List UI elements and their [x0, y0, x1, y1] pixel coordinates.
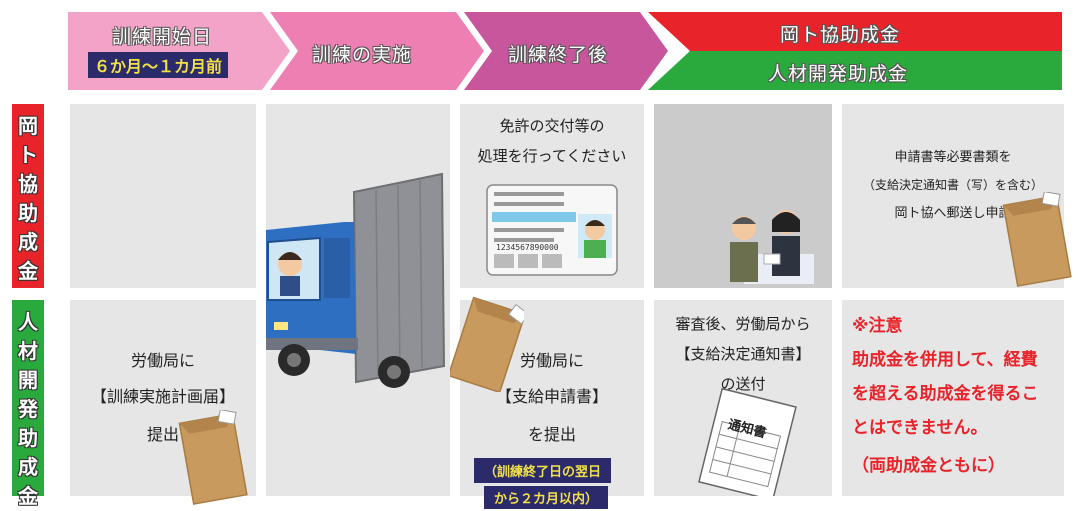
row-label-char: 協 [18, 172, 38, 196]
row-label-char: 金 [18, 484, 38, 508]
chevron-step3 [464, 12, 668, 90]
step1-label: 訓練開始日 [112, 26, 213, 48]
step4b-label: 人材開発助成金 [768, 63, 909, 85]
license-card-illustration [486, 184, 618, 276]
notice-line3: の送付 [720, 375, 766, 393]
panel-caution: ※注意 助成金を併用して、経費 を超える助成金を得るこ とはできません。 （両助… [842, 300, 1064, 496]
banner-okatokyo [648, 12, 1062, 51]
consultation-illustration [730, 210, 814, 284]
notice-line1: 審査後、労働局から [675, 315, 811, 333]
panel-license-processing: 免許の交付等の 処理を行ってください 1234567890000 [460, 104, 644, 288]
row-label-char: 発 [18, 397, 38, 421]
claim-period-line2: から２カ月以内） [484, 486, 609, 509]
panel-consultation [654, 104, 832, 288]
row-label-okatokyo: 岡ト協助成金 [12, 104, 44, 288]
panel-col1-top [70, 104, 256, 288]
claim-line3: を提出 [527, 425, 576, 444]
banner-jinzai [648, 51, 1062, 90]
plan-line2: 【訓練実施計画届】 [90, 387, 235, 406]
row-label-char: 助 [18, 201, 38, 225]
claim-line1: 労働局に [519, 351, 584, 370]
step4a-label: 岡ト協助成金 [780, 24, 901, 46]
caution-line1: 助成金を併用して、経費 [852, 350, 1038, 370]
envelope-icon [450, 296, 524, 392]
row-label-char: 成 [18, 230, 38, 254]
caution-line4: （両助成金ともに） [852, 456, 1005, 476]
row-label-char: 岡 [18, 114, 38, 138]
row-label-jinzai: 人材開発助成金 [12, 300, 44, 508]
step2-label: 訓練の実施 [312, 44, 413, 66]
row-label-char: ト [18, 143, 38, 167]
panel-training-truck [266, 104, 450, 496]
step1-date-badge: ６か月～１カ月前 [88, 52, 229, 78]
envelope-icon [178, 410, 248, 505]
apply-line3: 岡ト協へ郵送し申請 [894, 206, 1012, 221]
claim-line2: 【支給申請書】 [495, 387, 608, 406]
apply-line2: （支給決定通知書（写）を含む） [862, 178, 1043, 192]
license-line2: 処理を行ってください [477, 147, 627, 165]
row-label-char: 材 [18, 339, 38, 363]
truck-illustration [266, 172, 446, 388]
plan-line1: 労働局に [130, 351, 195, 370]
row-label-char: 開 [18, 368, 38, 392]
row-label-char: 成 [18, 455, 38, 479]
caution-line3: とはできません。 [852, 418, 988, 438]
envelope-icon [1002, 192, 1072, 287]
claim-period-line1: （訓練終了日の翌日 [474, 458, 612, 483]
step3-label: 訓練終了後 [508, 44, 609, 66]
panel-decision-notice: 審査後、労働局から 【支給決定通知書】 の送付 通知書 [654, 300, 832, 496]
row-label-char: 金 [18, 259, 38, 283]
license-card-number: 1234567890000 [496, 243, 559, 252]
notice-line2: 【支給決定通知書】 [675, 345, 811, 363]
row-label-char: 人 [18, 310, 38, 334]
license-line1: 免許の交付等の [499, 117, 605, 135]
notice-document-icon [698, 388, 797, 496]
plan-line3: 提出 [146, 425, 179, 444]
apply-line1: 申請書等必要書類を [894, 150, 1012, 165]
chevron-step2 [270, 12, 484, 90]
row-label-char: 助 [18, 426, 38, 450]
caution-title: ※注意 [852, 316, 903, 336]
caution-line2: を超える助成金を得るこ [852, 384, 1039, 404]
